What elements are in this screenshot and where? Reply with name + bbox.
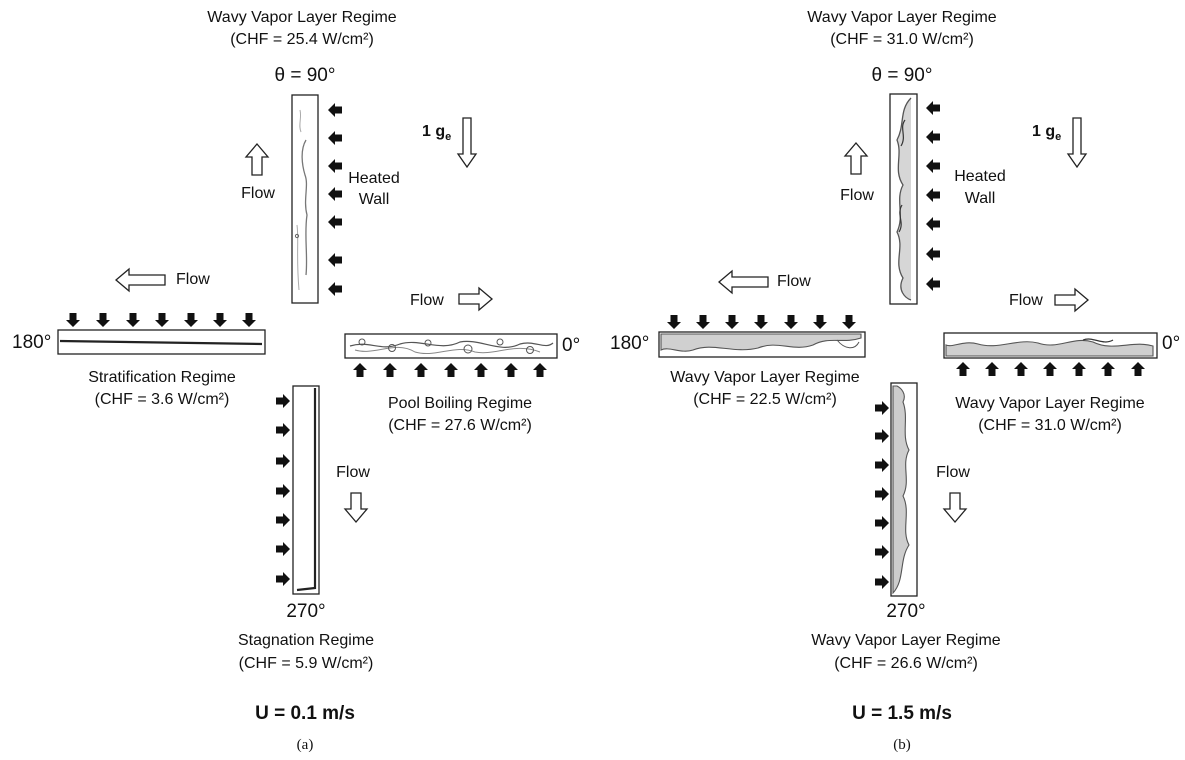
- flow-label-down: Flow: [936, 464, 970, 482]
- left-regime-label: Wavy Vapor Layer Regime: [670, 369, 859, 387]
- right-regime-label: Pool Boiling Regime: [388, 395, 532, 413]
- flow-label-down: Flow: [336, 464, 370, 482]
- top-regime-label: Wavy Vapor Layer Regime: [807, 9, 996, 27]
- right-chf-label: (CHF = 27.6 W/cm²): [388, 417, 532, 435]
- heated-wall-label-2: Wall: [359, 191, 390, 209]
- channel-90deg: [890, 94, 917, 304]
- bottom-regime-label: Stagnation Regime: [238, 632, 374, 650]
- left-chf-label: (CHF = 22.5 W/cm²): [693, 391, 837, 409]
- heat-arrows-90deg: [328, 103, 342, 296]
- channel-180deg: [58, 330, 265, 354]
- bottom-chf-label: (CHF = 26.6 W/cm²): [834, 655, 978, 673]
- channel-270deg: [891, 383, 917, 596]
- right-chf-label: (CHF = 31.0 W/cm²): [978, 417, 1122, 435]
- angle-90-label: θ = 90°: [872, 67, 933, 85]
- velocity-label: U = 1.5 m/s: [852, 705, 952, 723]
- angle-0-label: 0°: [1162, 335, 1180, 353]
- panel-caption: (a): [297, 736, 314, 754]
- flow-arrow-right: [1055, 289, 1088, 311]
- angle-90-label: θ = 90°: [275, 67, 336, 85]
- channel-180deg: [659, 332, 865, 357]
- gravity-sub: e: [1055, 131, 1061, 143]
- top-regime-label: Wavy Vapor Layer Regime: [207, 9, 396, 27]
- top-chf-label: (CHF = 25.4 W/cm²): [230, 31, 374, 49]
- flow-label-right: Flow: [410, 292, 444, 310]
- channel-0deg: [944, 333, 1157, 358]
- flow-arrow-left: [719, 271, 768, 293]
- flow-label-up: Flow: [840, 187, 874, 205]
- flow-arrow-left: [116, 269, 165, 291]
- flow-arrow-down: [345, 493, 367, 522]
- heat-arrows-180deg: [66, 313, 256, 327]
- angle-270-label: 270°: [286, 603, 325, 621]
- bottom-chf-label: (CHF = 5.9 W/cm²): [239, 655, 374, 673]
- heated-wall-label-1: Heated: [348, 170, 400, 188]
- bottom-regime-label: Wavy Vapor Layer Regime: [811, 632, 1000, 650]
- angle-270-label: 270°: [886, 603, 925, 621]
- flow-label-left: Flow: [777, 273, 811, 291]
- flow-label-right: Flow: [1009, 292, 1043, 310]
- top-chf-label: (CHF = 31.0 W/cm²): [830, 31, 974, 49]
- angle-180-label: 180°: [610, 335, 649, 353]
- flow-label-left: Flow: [176, 271, 210, 289]
- flow-arrow-down: [944, 493, 966, 522]
- flow-arrow-up: [845, 143, 867, 174]
- heated-wall-label-2: Wall: [965, 190, 996, 208]
- gravity-label: 1 ge: [422, 123, 451, 146]
- flow-label-up: Flow: [241, 185, 275, 203]
- heat-arrows-0deg: [353, 363, 547, 377]
- heat-arrows-270deg: [875, 401, 889, 589]
- gravity-arrow: [458, 118, 476, 167]
- heat-arrows-180deg: [667, 315, 856, 329]
- panel-a: Wavy Vapor Layer Regime (CHF = 25.4 W/cm…: [0, 0, 592, 760]
- gravity-label: 1 ge: [1032, 123, 1061, 146]
- right-regime-label: Wavy Vapor Layer Regime: [955, 395, 1144, 413]
- channel-0deg: [345, 334, 557, 358]
- gravity-sub: e: [445, 131, 451, 143]
- left-chf-label: (CHF = 3.6 W/cm²): [95, 391, 230, 409]
- heat-arrows-0deg: [956, 362, 1145, 376]
- gravity-main: 1 g: [422, 123, 445, 140]
- angle-180-label: 180°: [12, 334, 51, 352]
- panel-caption: (b): [893, 736, 911, 754]
- panel-b: Wavy Vapor Layer Regime (CHF = 31.0 W/cm…: [593, 0, 1185, 760]
- channel-270deg: [293, 386, 319, 594]
- heat-arrows-270deg: [276, 394, 290, 586]
- gravity-arrow: [1068, 118, 1086, 167]
- flow-arrow-up: [246, 144, 268, 175]
- gravity-main: 1 g: [1032, 123, 1055, 140]
- heated-wall-label-1: Heated: [954, 168, 1006, 186]
- channel-90deg: [292, 95, 318, 303]
- heat-arrows-90deg: [926, 101, 940, 291]
- angle-0-label: 0°: [562, 337, 580, 355]
- left-regime-label: Stratification Regime: [88, 369, 236, 387]
- velocity-label: U = 0.1 m/s: [255, 705, 355, 723]
- flow-arrow-right: [459, 288, 492, 310]
